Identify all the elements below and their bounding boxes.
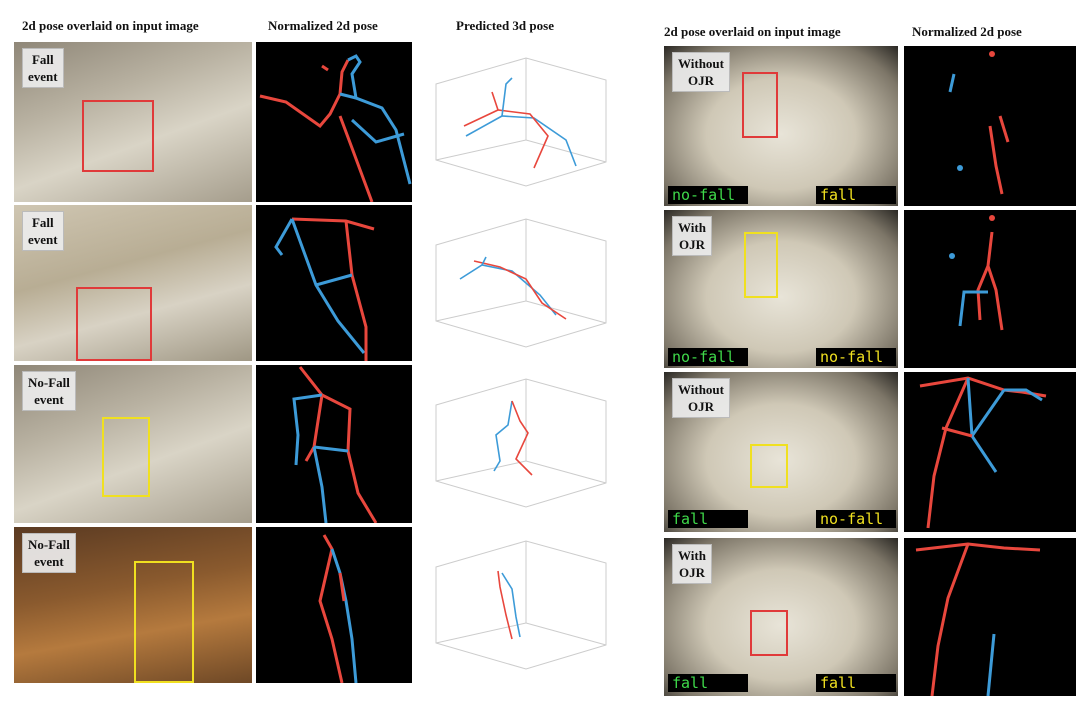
right-row3-tag-left: fall — [668, 510, 748, 528]
right-row2-tag-left: no-fall — [668, 348, 748, 366]
right-row2-bbox — [744, 232, 778, 298]
left-header-predicted: Predicted 3d pose — [456, 18, 554, 33]
right-header-overlay: 2d pose overlaid on input image — [664, 24, 841, 39]
left-row4-predicted-3d-pose — [416, 527, 640, 683]
left-row2-predicted-3d-pose — [416, 205, 640, 361]
left-row1-bbox — [82, 100, 154, 172]
left-row2-normalized-pose — [256, 205, 412, 361]
right-row4-tag-right: fall — [816, 674, 896, 692]
right-row2-tag-right: no-fall — [816, 348, 896, 366]
left-row2-bbox — [76, 287, 152, 361]
right-row3-tag-right: no-fall — [816, 510, 896, 528]
left-row4-bbox — [134, 561, 194, 683]
left-header-normalized: Normalized 2d pose — [268, 18, 378, 33]
right-row1-tag-left: no-fall — [668, 186, 748, 204]
right-row1-normalized-pose — [904, 46, 1076, 206]
right-row2-normalized-pose — [904, 210, 1076, 368]
left-row4-normalized-pose — [256, 527, 412, 683]
right-row1-tag-right: fall — [816, 186, 896, 204]
right-row4-tag-left: fall — [668, 674, 748, 692]
right-row3-bbox — [750, 444, 788, 488]
right-row1-bbox — [742, 72, 778, 138]
left-row1-normalized-pose — [256, 42, 412, 202]
left-row1-predicted-3d-pose — [416, 44, 640, 202]
right-row4-normalized-pose — [904, 538, 1076, 696]
left-row3-normalized-pose — [256, 365, 412, 523]
right-header-normalized: Normalized 2d pose — [912, 24, 1022, 39]
left-row3-bbox — [102, 417, 150, 497]
left-header-overlay: 2d pose overlaid on input image — [22, 18, 199, 33]
right-row4-bbox — [750, 610, 788, 656]
left-row3-predicted-3d-pose — [416, 365, 640, 523]
right-row3-normalized-pose — [904, 372, 1076, 532]
